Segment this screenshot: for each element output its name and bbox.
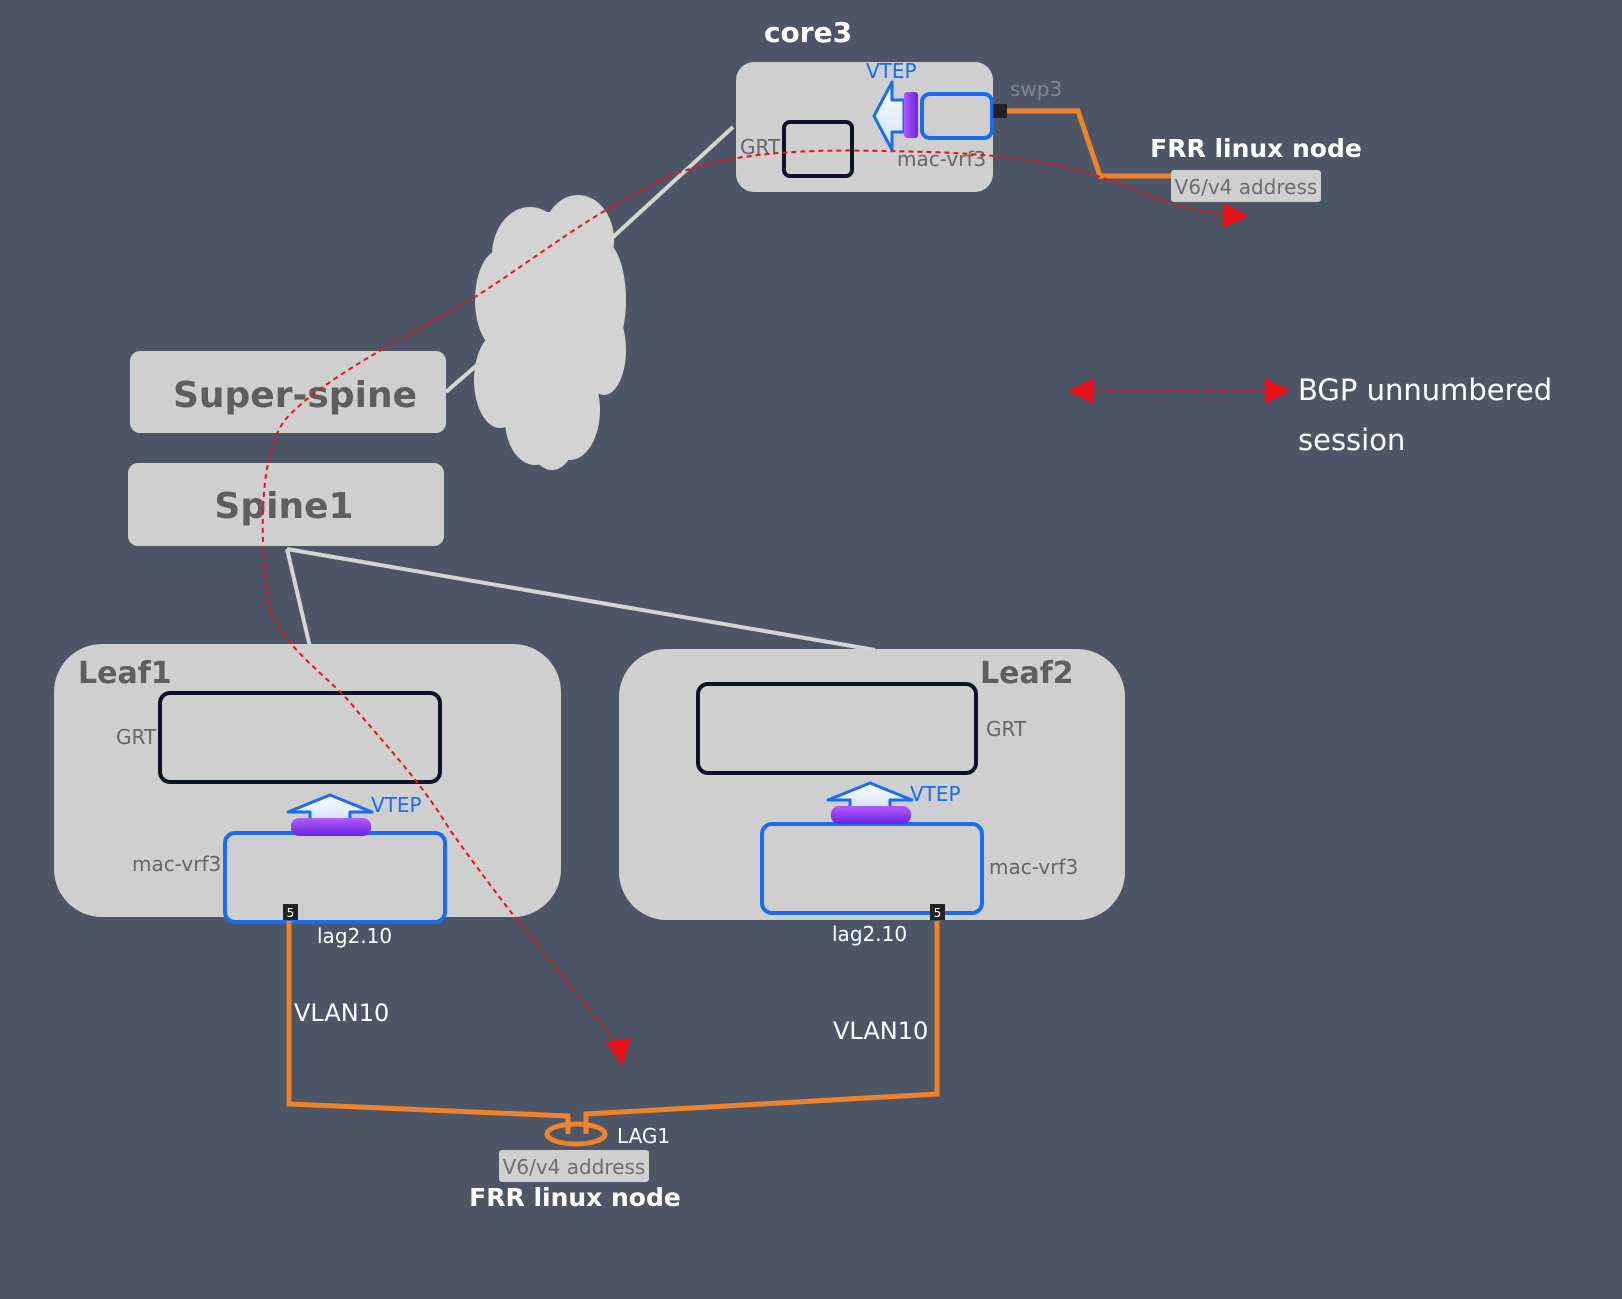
core3-grt-box[interactable]: [782, 120, 854, 178]
leaf1-macvrf-label: mac-vrf3: [132, 852, 221, 876]
leaf1-vtep-label: VTEP: [371, 793, 422, 817]
leaf2-macvrf-label: mac-vrf3: [989, 855, 1078, 879]
fabric-links: [285, 125, 876, 652]
core3-vtep-icon: [872, 80, 918, 152]
leaf1-port-badge-box[interactable]: [283, 904, 298, 920]
core3-port-swp3[interactable]: [993, 104, 1007, 118]
core3-vtep-label: VTEP: [866, 59, 917, 83]
link-core3-frr-top: [1007, 108, 1172, 179]
bgp-session-leaf1-frr: [261, 179, 661, 1066]
leaf1-title: Leaf1: [78, 656, 172, 691]
leaf2-title: Leaf2: [980, 656, 1074, 691]
link-core3-cloud: [610, 125, 735, 240]
leaf1-vtep-icon: [286, 793, 374, 836]
leaf1-grt-box[interactable]: [158, 691, 442, 784]
lag-icon: [544, 1121, 608, 1147]
bgp-session-core3-frr: [659, 149, 1249, 229]
frr-top-address: V6/v4 address: [1175, 175, 1318, 199]
core3-title: core3: [764, 16, 852, 49]
link-leaf1-lag: [286, 921, 571, 1134]
core3-port-label: swp3: [1010, 77, 1062, 101]
frr-bottom-address: V6/v4 address: [503, 1155, 646, 1179]
leaf2-vtep-label: VTEP: [910, 782, 961, 806]
leaf1-macvrf-box[interactable]: [223, 831, 447, 924]
core3-macvrf-box[interactable]: [920, 92, 994, 140]
leaf2-grt-box[interactable]: [696, 682, 978, 775]
leaf2-subif-label: lag2.10: [832, 922, 907, 946]
lag-label: LAG1: [617, 1124, 670, 1148]
super-spine-node[interactable]: [130, 351, 446, 433]
leaf2-port-badge: 5: [934, 906, 942, 920]
leaf1-grt-label: GRT: [116, 725, 157, 749]
leaf1-subif-label: lag2.10: [317, 924, 392, 948]
leaf1-port-badge: 5: [287, 906, 295, 920]
link-spine1-leaf2: [286, 547, 876, 652]
cloud-icon: [474, 195, 626, 470]
link-spine1-leaf1: [285, 548, 312, 648]
super-spine-label: Super-spine: [173, 375, 417, 416]
leaf2-macvrf-box[interactable]: [760, 822, 984, 915]
frr-bottom-address-box: [499, 1150, 649, 1182]
leaf2-vlan-label: VLAN10: [833, 1017, 928, 1045]
legend-label-line2: session: [1298, 423, 1405, 457]
spine1-label: Spine1: [214, 486, 353, 527]
legend-label-line1: BGP unnumbered: [1298, 373, 1552, 407]
leaf1-vlan-label: VLAN10: [294, 999, 389, 1027]
spine1-node[interactable]: [128, 463, 444, 546]
leaf2-grt-label: GRT: [986, 717, 1027, 741]
frr-top-title: FRR linux node: [1150, 134, 1362, 163]
leaf2-vtep-icon: [826, 781, 914, 824]
frr-top-address-box: [1171, 170, 1321, 202]
leaf2-port-badge-box[interactable]: [930, 904, 945, 920]
frr-bottom-title: FRR linux node: [469, 1183, 681, 1212]
